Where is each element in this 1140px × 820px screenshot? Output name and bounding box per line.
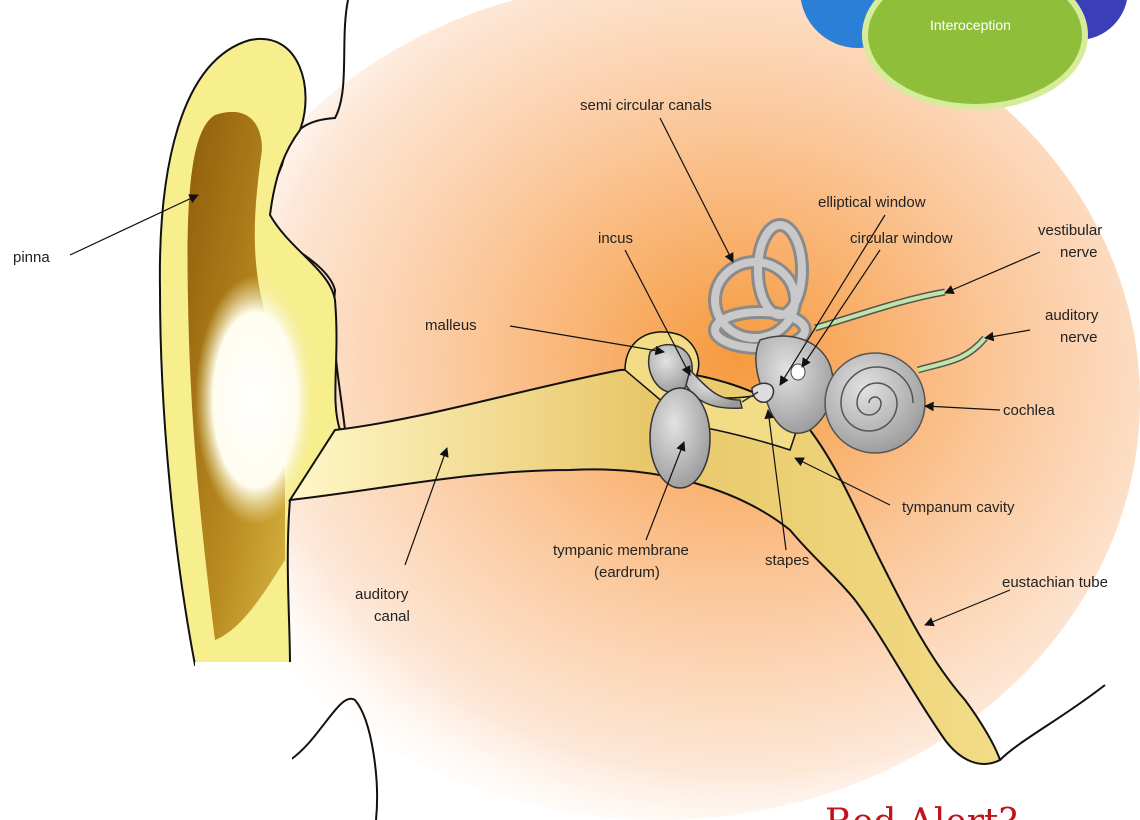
label-elliptical-window: elliptical window xyxy=(818,194,926,211)
label-auditory-nerve-line1: auditory xyxy=(1045,307,1099,324)
label-tympanum-cavity: tympanum cavity xyxy=(902,499,1015,516)
label-eustachian-tube: eustachian tube xyxy=(1002,574,1108,591)
label-semi-circular-canals: semi circular canals xyxy=(580,97,712,114)
label-auditory-canal-line2: canal xyxy=(374,608,410,625)
head-contour-bottom xyxy=(290,699,377,820)
image-patch xyxy=(195,662,292,820)
eustachian-tube-tail xyxy=(1000,685,1105,760)
badge-label: Interoception xyxy=(930,17,1011,33)
label-vestibular-nerve-line1: vestibular xyxy=(1038,222,1102,239)
label-tympanic-membrane-line1: tympanic membrane xyxy=(553,542,689,559)
red-alert-caption: Red Alert? xyxy=(825,802,1018,820)
label-circular-window: circular window xyxy=(850,230,953,247)
label-stapes: stapes xyxy=(765,552,809,569)
cochlea-shape xyxy=(825,353,925,453)
label-auditory-canal-line1: auditory xyxy=(355,586,409,603)
label-pinna: pinna xyxy=(13,249,50,266)
label-incus: incus xyxy=(598,230,633,247)
label-vestibular-nerve-line2: nerve xyxy=(1060,244,1098,261)
label-tympanic-membrane-line2: (eardrum) xyxy=(594,564,660,581)
label-auditory-nerve-line2: nerve xyxy=(1060,329,1098,346)
label-malleus: malleus xyxy=(425,317,477,334)
tympanic-membrane-shape xyxy=(650,388,710,488)
label-cochlea: cochlea xyxy=(1003,402,1055,419)
